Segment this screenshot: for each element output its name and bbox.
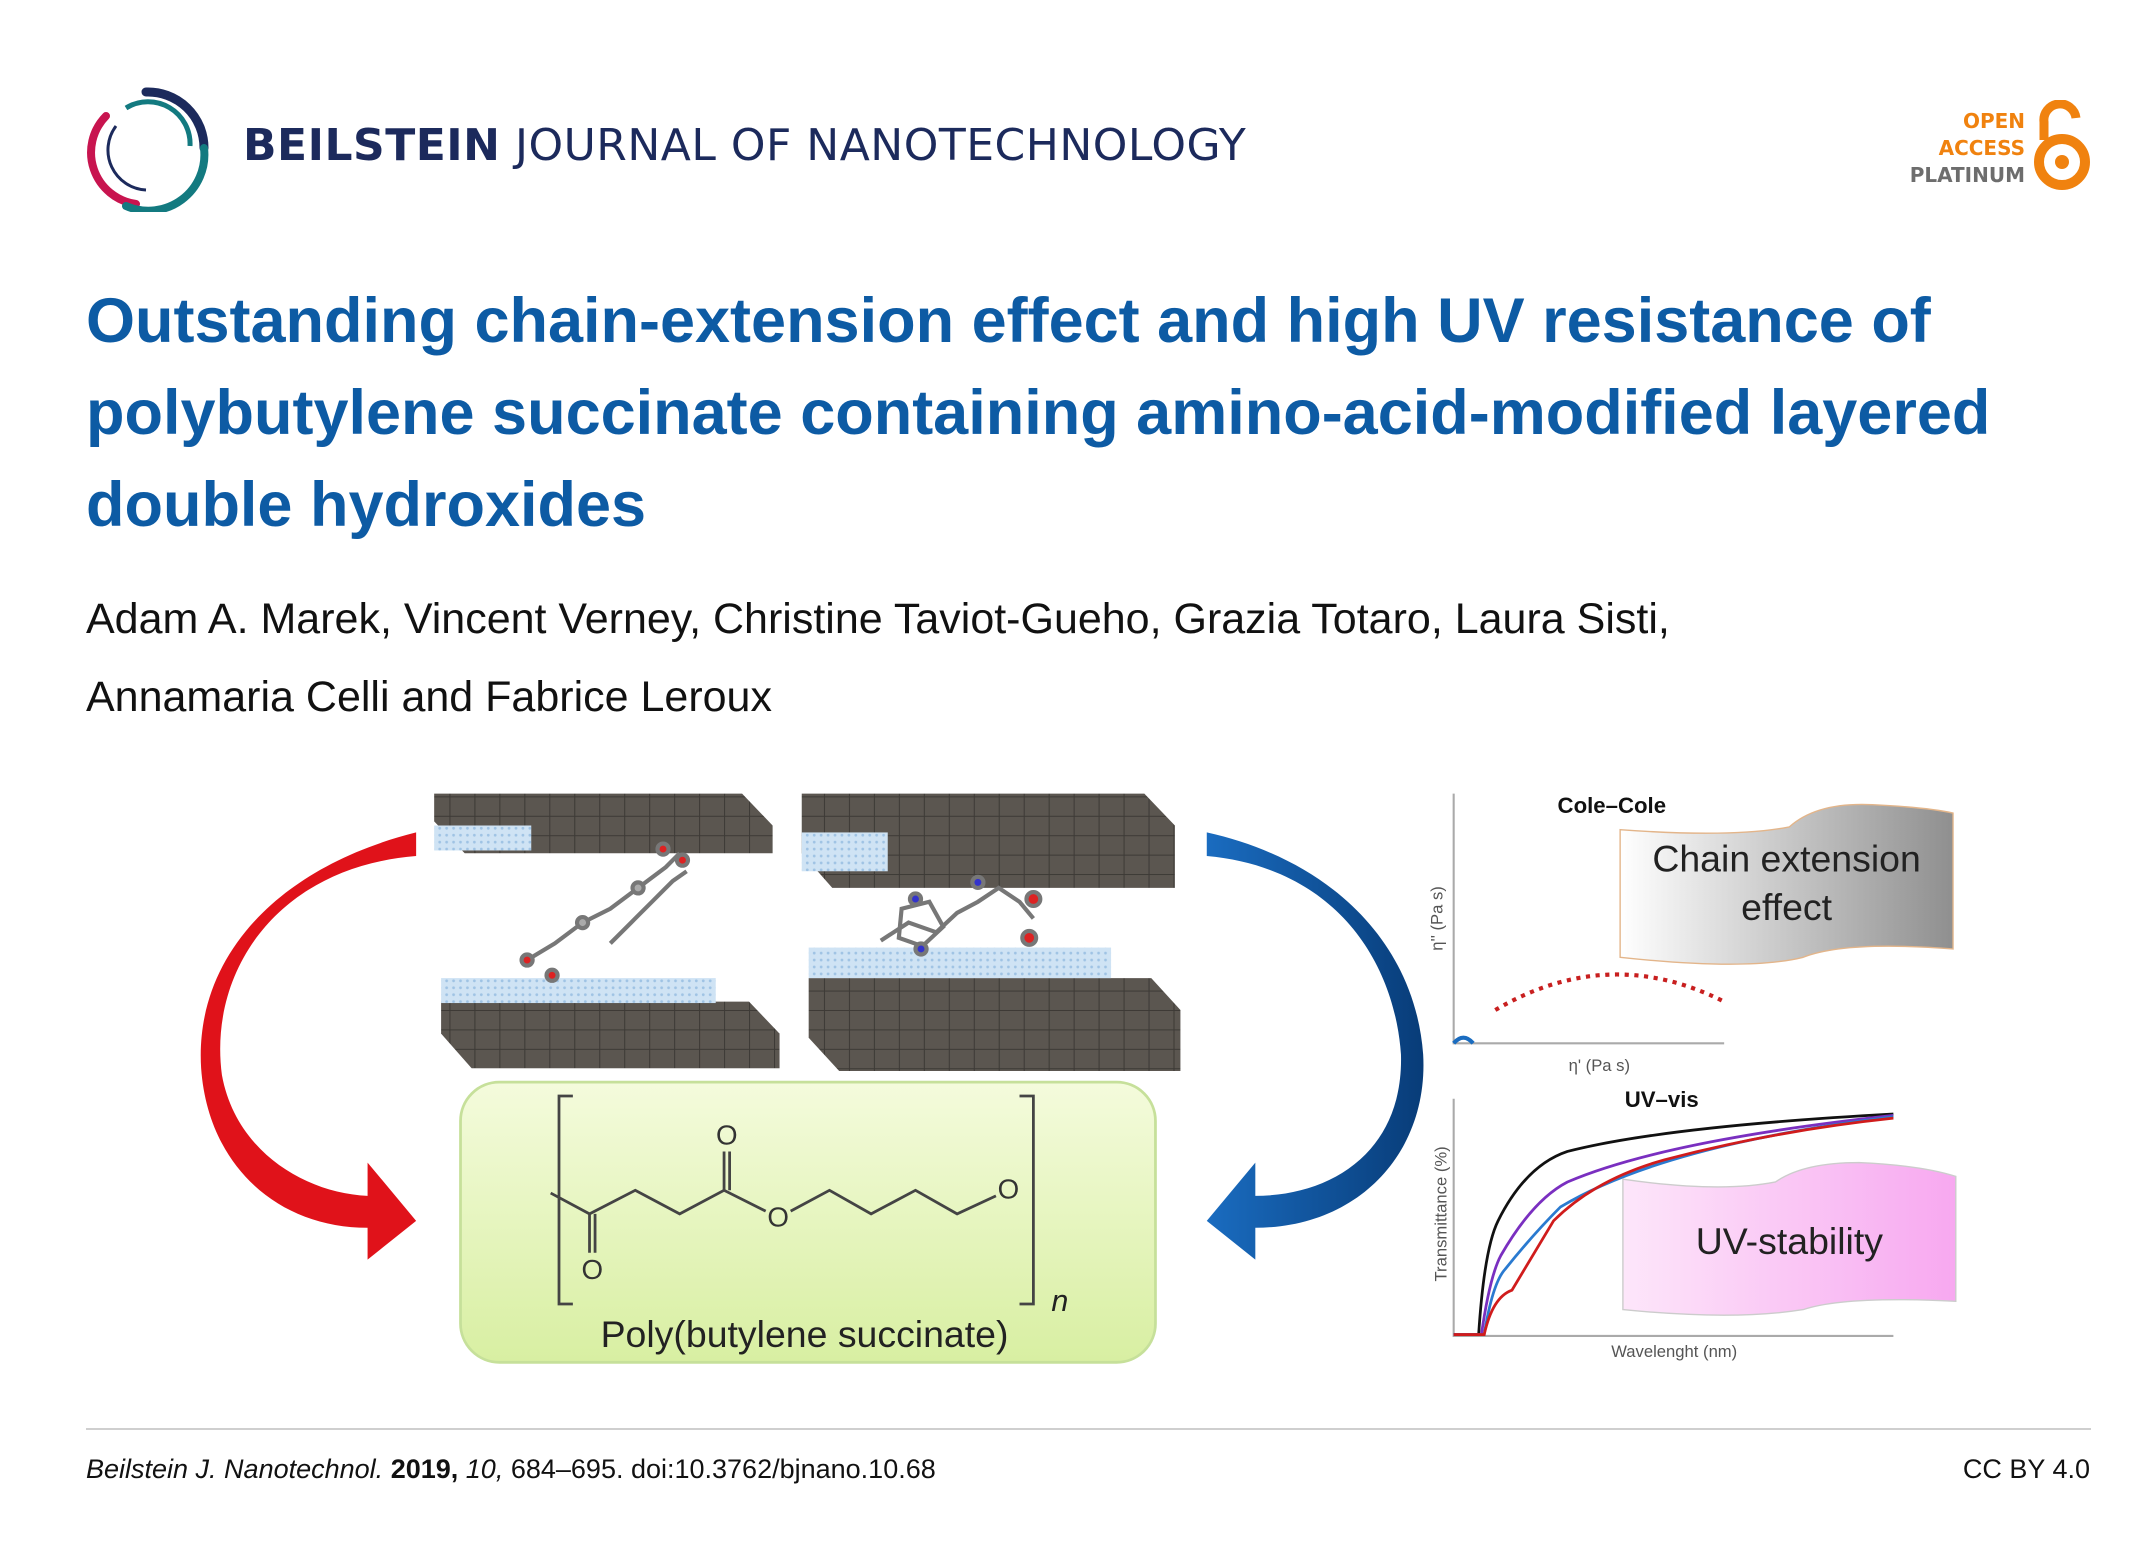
authors-line-1: Adam A. Marek, Vincent Verney, Christine… [86, 595, 1670, 643]
uv-curve-black [1453, 1112, 1894, 1336]
journal-name-rest: JOURNAL OF NANOTECHNOLOGY [514, 120, 1247, 171]
oxygen-label: O [998, 1174, 1020, 1205]
beilstein-logo [87, 87, 209, 212]
open-access-lock-icon [2034, 100, 2090, 190]
oa-access: ACCESS [1938, 136, 2025, 160]
article-title: Outstanding chain-extension effect and h… [86, 286, 1991, 540]
authors-line-2: Annamaria Celli and Fabrice Leroux [86, 673, 772, 721]
amino-acid-molecule-left [519, 841, 691, 983]
interlayer-band [801, 832, 888, 872]
oxygen-label: O [767, 1201, 789, 1232]
citation-journal: Beilstein J. Nanotechnol. [86, 1454, 384, 1484]
oxygen-label: O [582, 1254, 604, 1285]
pbs-structure-box [459, 1080, 1157, 1364]
ldh-layer [801, 793, 1175, 888]
cole-cole-x-label: η' (Pa s) [1569, 1056, 1630, 1075]
uv-vis-y-label: Transmittance (%) [1432, 1146, 1451, 1281]
interlayer-band [434, 825, 532, 851]
interlayer-band [441, 978, 716, 1004]
oa-open: OPEN [1962, 109, 2025, 133]
journal-name: BEILSTEIN JOURNAL OF NANOTECHNOLOGY [243, 120, 1246, 171]
histidine-molecule-right [879, 874, 1043, 957]
chain-extension-callout [1619, 803, 1954, 965]
ldh-layer [441, 1001, 780, 1069]
oa-platinum: PLATINUM [1909, 163, 2025, 187]
uv-vis-title: UV–vis [1625, 1087, 1699, 1112]
cole-cole-plot: Cole–Cole η'' (Pa s) η' (Pa s) Chain ext… [1428, 793, 1954, 1075]
citation-pages-doi[interactable]: 684–695. doi:10.3762/bjnano.10.68 [510, 1454, 936, 1484]
chain-extension-label-1: Chain extension [1652, 837, 1920, 879]
red-curved-arrow [200, 832, 417, 1260]
chain-extension-label-2: effect [1741, 886, 1832, 928]
uv-stability-label: UV-stability [1696, 1220, 1884, 1262]
article-authors: Adam A. Marek, Vincent Verney, Christine… [86, 580, 2106, 736]
citation-volume: 10, [465, 1454, 504, 1484]
uv-vis-plot: UV–vis Transmittance (%) Wavelenght (nm)… [1432, 1087, 1957, 1361]
pbs-chemical-structure [550, 1094, 1035, 1306]
uv-vis-x-label: Wavelenght (nm) [1611, 1342, 1737, 1361]
blue-curved-arrow [1206, 832, 1424, 1260]
uv-curve-red [1453, 1116, 1894, 1336]
footer-divider [86, 1428, 2091, 1430]
cole-cole-blue-data [1452, 1035, 1475, 1045]
journal-name-bold: BEILSTEIN [243, 120, 501, 171]
cole-cole-y-label: η'' (Pa s) [1428, 886, 1447, 951]
ldh-layer [808, 978, 1181, 1072]
repeat-unit-n: n [1051, 1284, 1068, 1318]
oxygen-label: O [716, 1120, 738, 1151]
open-access-badge: OPEN ACCESS PLATINUM [1910, 108, 2025, 189]
cole-cole-red-data [1494, 972, 1726, 1012]
polymer-name: Poly(butylene succinate) [601, 1313, 1009, 1355]
license[interactable]: CC BY 4.0 [1962, 1454, 2090, 1484]
citation-year: 2019, [390, 1454, 459, 1484]
uv-curve-purple [1453, 1114, 1894, 1336]
citation: Beilstein J. Nanotechnol. 2019, 10, 684–… [86, 1454, 936, 1485]
cole-cole-title: Cole–Cole [1558, 793, 1667, 818]
uv-stability-callout [1622, 1161, 1957, 1316]
interlayer-band [808, 947, 1112, 979]
